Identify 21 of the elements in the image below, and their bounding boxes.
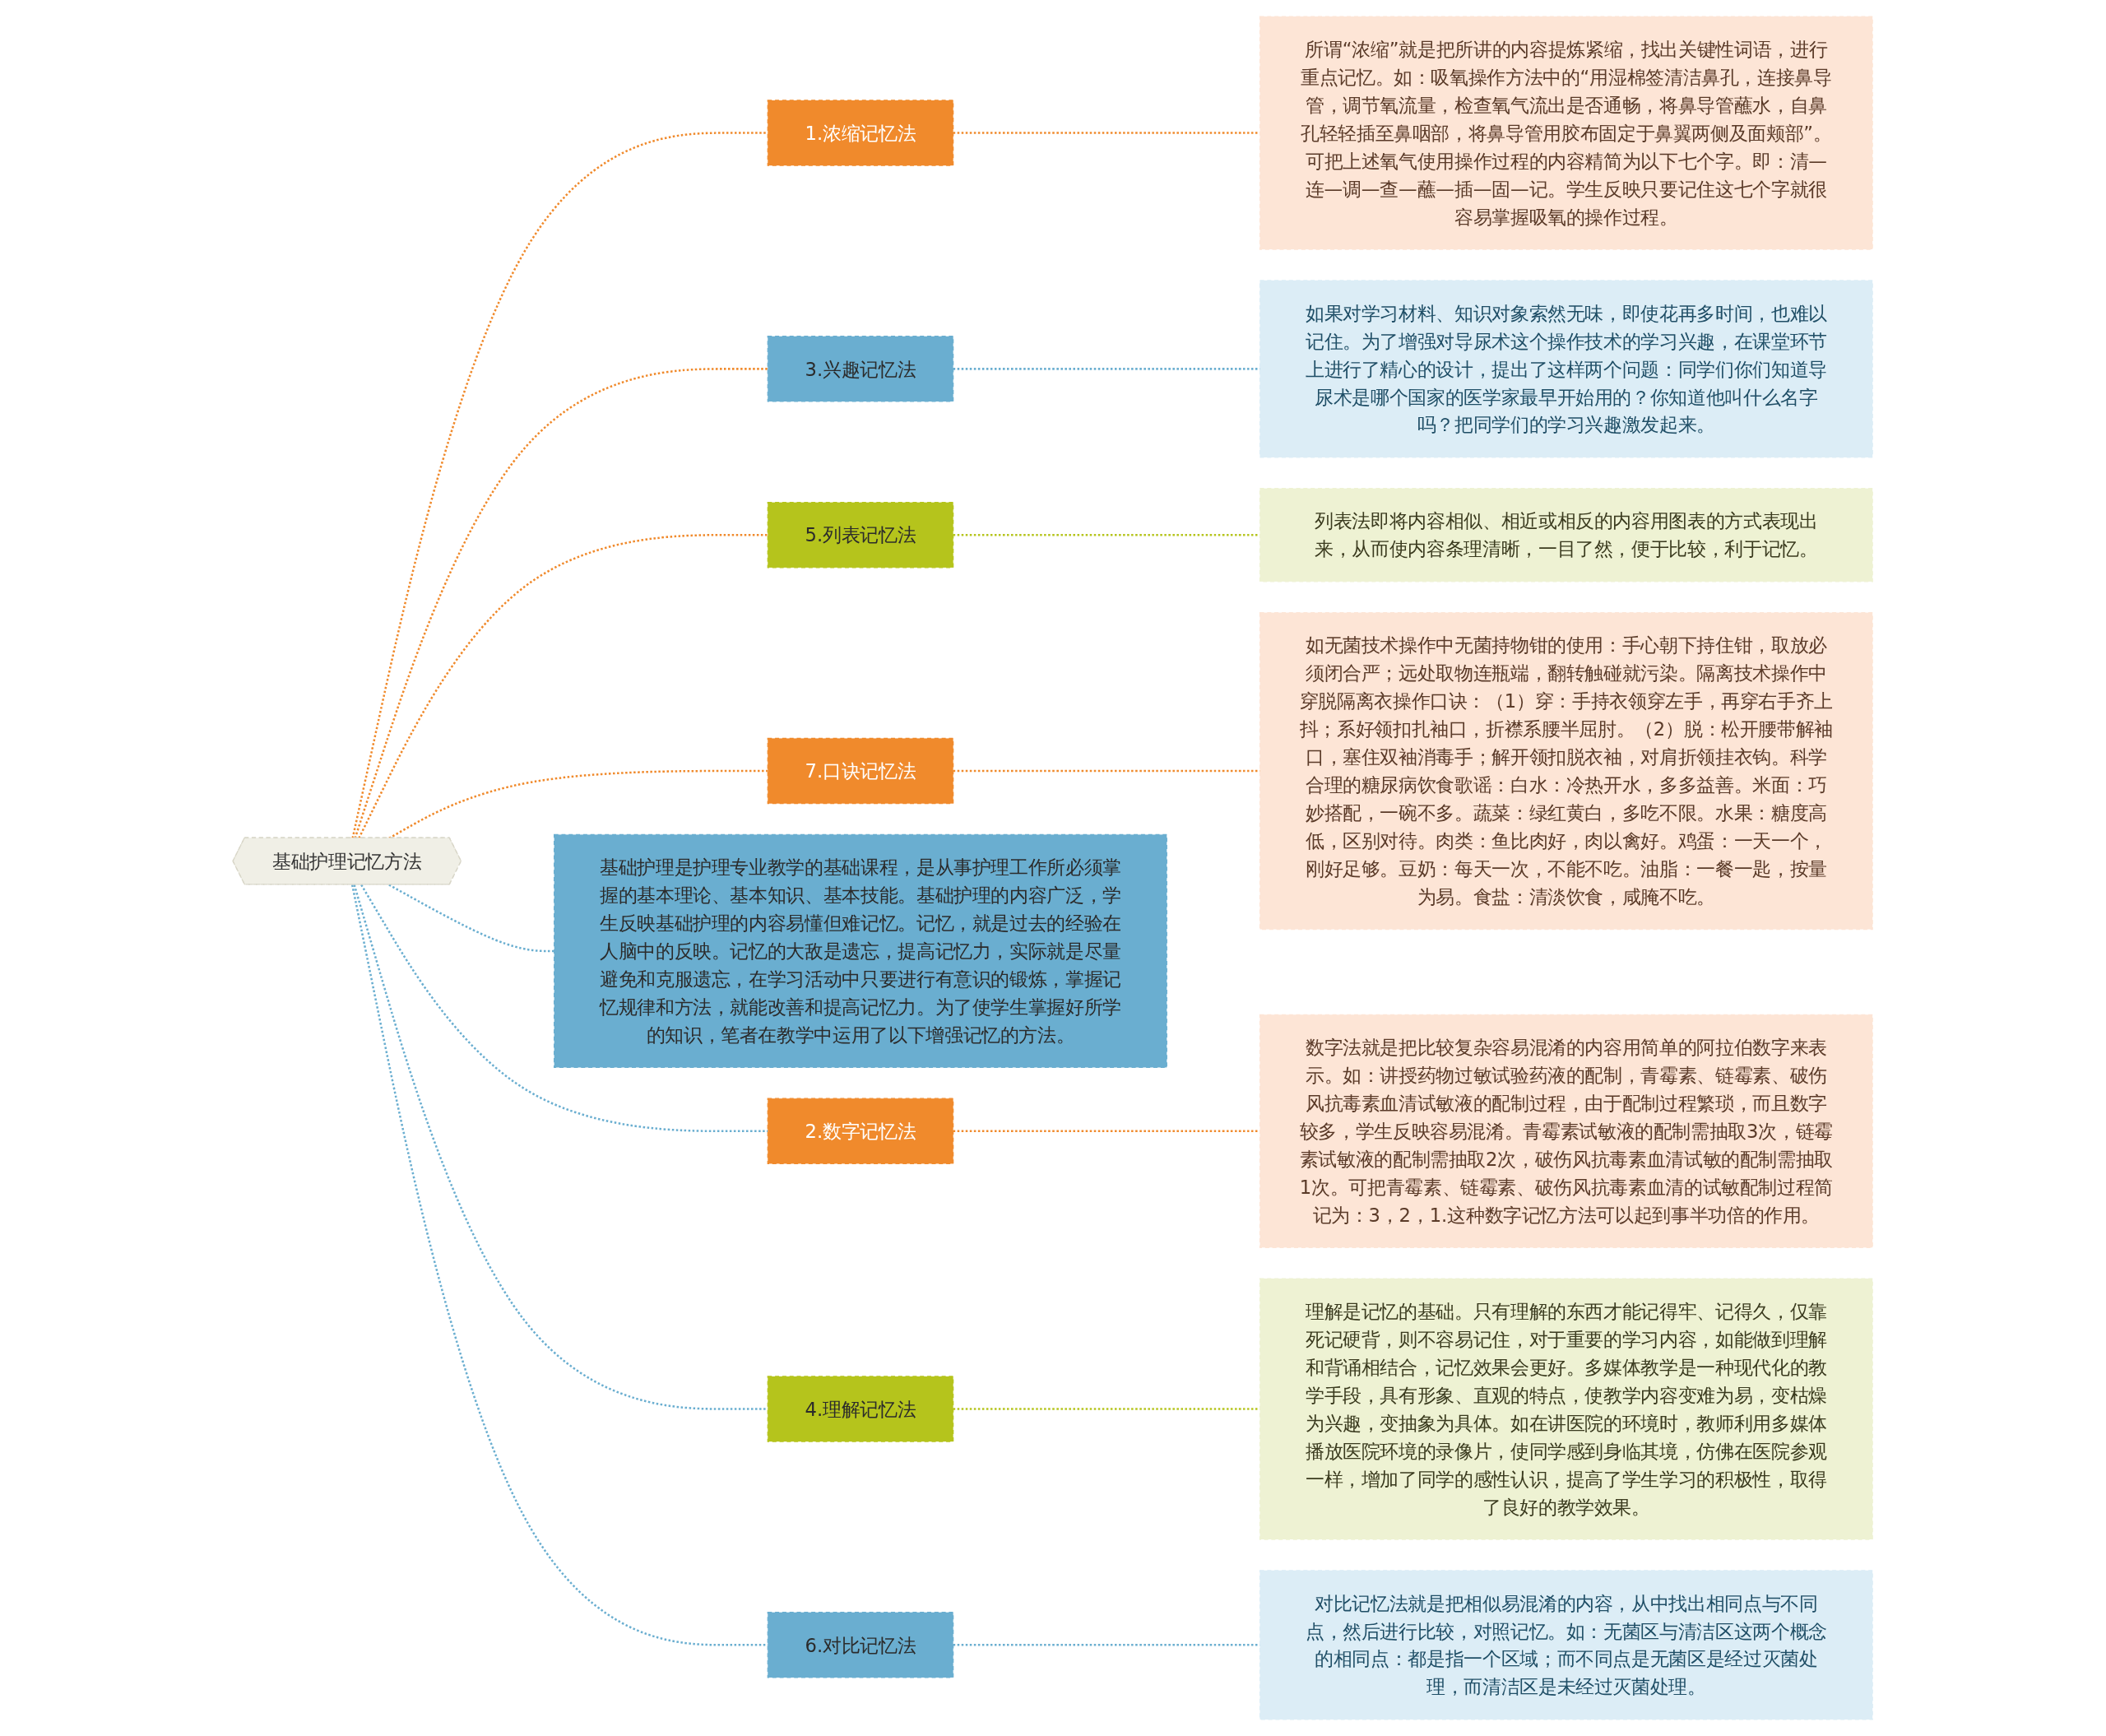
node-box: 理解是记忆的基础。只有理解的东西才能记得牢、记得久，仅靠死记硬背，则不容易记住，对于重要的学习内容，如能做到理解和背诵相结合，记忆效果会更好。多媒体教学是一种现代化的教学手段，具有形象、直观的特点，使教学内容变难为易，变枯燥为兴趣，变抽象为具体。如在讲医院的环境时，教师利用多媒体播放医院环境的录像片，使同学感到身临其境，仿佛在医院参观一样，增加了同学的感性认识，提高了学生学习的积极性，取得了良好的教学效果。 [1259, 1278, 1874, 1540]
node-box: 对比记忆法就是把相似易混淆的内容，从中找出相同点与不同点，然后进行比较，对照记忆。如：无菌区与清洁区这两个概念的相同点：都是指一个区域；而不同点是无菌区是经过灭菌处理，而清洁区是未经过灭菌处理。 [1259, 1570, 1874, 1720]
node-box: 3.兴趣记忆法 [768, 336, 954, 402]
connector [351, 132, 768, 839]
node-box: 6.对比记忆法 [768, 1612, 954, 1678]
node-box: 数字法就是把比较复杂容易混淆的内容用简单的阿拉伯数字来表示。如：讲授药物过敏试验药液的配制，青霉素、链霉素、破伤风抗毒素血清试敏液的配制过程，由于配制过程繁琐，而且数字较多，学生反映容易混淆。青霉素试敏液的配制需抽取3次，链霉素试敏液的配制需抽取2次，破伤风抗毒素血清试敏的配制需抽取1次。可把青霉素、链霉素、破伤风抗毒素血清的试敏配制过程简记为：3，2，1.这种数字记忆方法可以起到事半功倍的作用。 [1259, 1014, 1874, 1248]
node-box: 如无菌技术操作中无菌持物钳的使用：手心朝下持住钳，取放必须闭合严；远处取物连瓶端，翻转触碰就污染。隔离技术操作中穿脱隔离衣操作口诀：（1）穿：手持衣领穿左手，再穿右手齐上抖；系好领扣扎袖口，折襟系腰半屈肘。（2）脱：松开腰带解袖口，塞住双袖消毒手；解开领扣脱衣袖，对肩折领挂衣钩。科学合理的糖尿病饮食歌谣：白水：冷热开水，多多益善。米面：巧妙搭配，一碗不多。蔬菜：绿红黄白，多吃不限。水果：糖度高低，区别对待。肉类：鱼比肉好，肉以禽好。鸡蛋：一天一个，刚好足够。豆奶：每天一次，不能不吃。油脂：一餐一匙，按量为易。食盐：清淡饮食，咸腌不吃。 [1259, 612, 1874, 931]
node-box: 1.浓缩记忆法 [768, 100, 954, 166]
node-box: 列表法即将内容相似、相近或相反的内容用图表的方式表现出来，从而使内容条理清晰，一目了然，便于比较，利于记忆。 [1259, 488, 1874, 583]
node-box: 所谓“浓缩”就是把所讲的内容提炼紧缩，找出关键性词语，进行重点记忆。如：吸氧操作方法中的“用湿棉签清洁鼻孔，连接鼻导管，调节氧流量，检查氧气流出是否通畅，将鼻导管蘸水，自鼻孔轻轻插至鼻咽部，将鼻导管用胶布固定于鼻翼两侧及面颊部”。可把上述氧气使用操作过程的内容精简为以下七个字。即：清—连—调—查—蘸—插—固—记。学生反映只要记住这七个字就很容易掌握吸氧的操作过程。 [1259, 16, 1874, 250]
connector [353, 884, 768, 1410]
connector [354, 368, 768, 839]
node-box: 2.数字记忆法 [768, 1098, 954, 1165]
node-box: 5.列表记忆法 [768, 502, 954, 569]
node-box: 4.理解记忆法 [768, 1376, 954, 1442]
node-box: 7.口诀记忆法 [768, 737, 954, 805]
connector [358, 534, 768, 839]
connector [388, 884, 554, 953]
node-box: 如果对学习材料、知识对象索然无味，即使花再多时间，也难以记住。为了增强对导尿术这个操作技术的学习兴趣，在课堂环节上进行了精心的设计，提出了这样两个问题：同学们你们知道导尿术是哪个国家的医学家最早开始用的？你知道他叫什么名字吗？把同学们的学习兴趣激发起来。 [1259, 280, 1874, 458]
connector [351, 884, 768, 1646]
node-box: 基础护理是护理专业教学的基础课程，是从事护理工作所必须掌握的基本理论、基本知识、基本技能。基础护理的内容广泛，学生反映基础护理的内容易懂但难记忆。记忆，就是过去的经验在人脑中的反映。记忆的大敌是遗忘，提高记忆力，实际就是尽量避免和克服遗忘，在学习活动中只要进行有意识的锻炼，掌握记忆规律和方法，就能改善和提高记忆力。为了使学生掌握好所学的知识，笔者在教学中运用了以下增强记忆的方法。 [554, 833, 1168, 1069]
